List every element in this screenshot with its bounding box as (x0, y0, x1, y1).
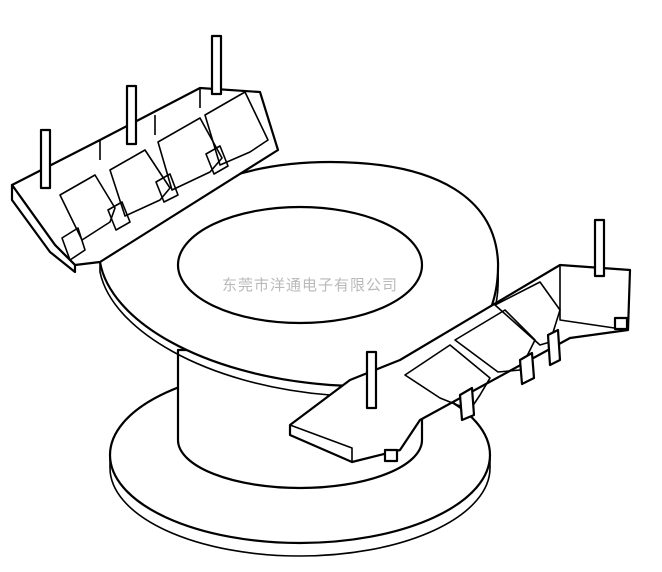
left-pins (39, 34, 223, 190)
core-window (176, 205, 424, 325)
right-terminal-block (288, 263, 632, 464)
right-pins (365, 218, 606, 410)
watermark-text: 东莞市洋通电子有限公司 (222, 276, 399, 294)
left-terminal-block (10, 86, 280, 274)
